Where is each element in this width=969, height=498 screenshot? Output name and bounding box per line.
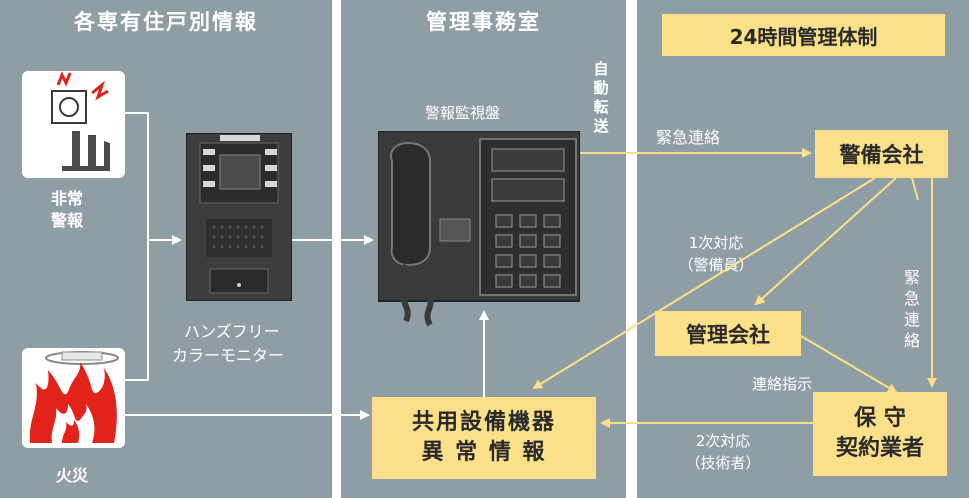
alarm-monitoring-panel-icon (378, 131, 580, 327)
emergency-contact-vertical-label: 緊 急 連 絡 (903, 268, 920, 350)
first-response-label: 1次対応 （警備員） (678, 234, 754, 274)
24h-management-title: 24時間管理体制 (662, 14, 945, 56)
monitor-label-1: ハンズフリー (184, 322, 280, 341)
auto-transfer-label: 自 動 転 送 (593, 60, 609, 135)
intercom-monitor-icon (186, 133, 292, 301)
common-equipment-alert: 共用設備機器 異 常 情 報 (372, 397, 596, 479)
security-company-box: 警備会社 (815, 130, 948, 178)
maintenance-contractor-box: 保 守 契約業者 (813, 392, 947, 476)
management-office-title: 管理事務室 (426, 10, 541, 34)
emergency-button-card (22, 71, 125, 178)
management-company-box: 管理会社 (655, 311, 801, 356)
fire-icon (29, 351, 119, 443)
emergency-contact-label: 緊急連絡 (656, 128, 721, 147)
residences-title: 各専有住戸別情報 (74, 10, 258, 34)
second-response-label: 2次対応 （技術者） (685, 432, 761, 472)
emergency-button-icon (51, 71, 110, 171)
alarm-panel-label: 警報監視盤 (425, 104, 501, 122)
monitor-label-2: カラーモニター (172, 346, 285, 365)
emergency-alarm-label-1: 非常 (51, 189, 84, 208)
instruction-label: 連絡指示 (752, 375, 813, 393)
fire-label: 火災 (56, 466, 89, 485)
emergency-alarm-label-2: 警報 (51, 211, 84, 230)
fire-detector-card (22, 348, 125, 448)
